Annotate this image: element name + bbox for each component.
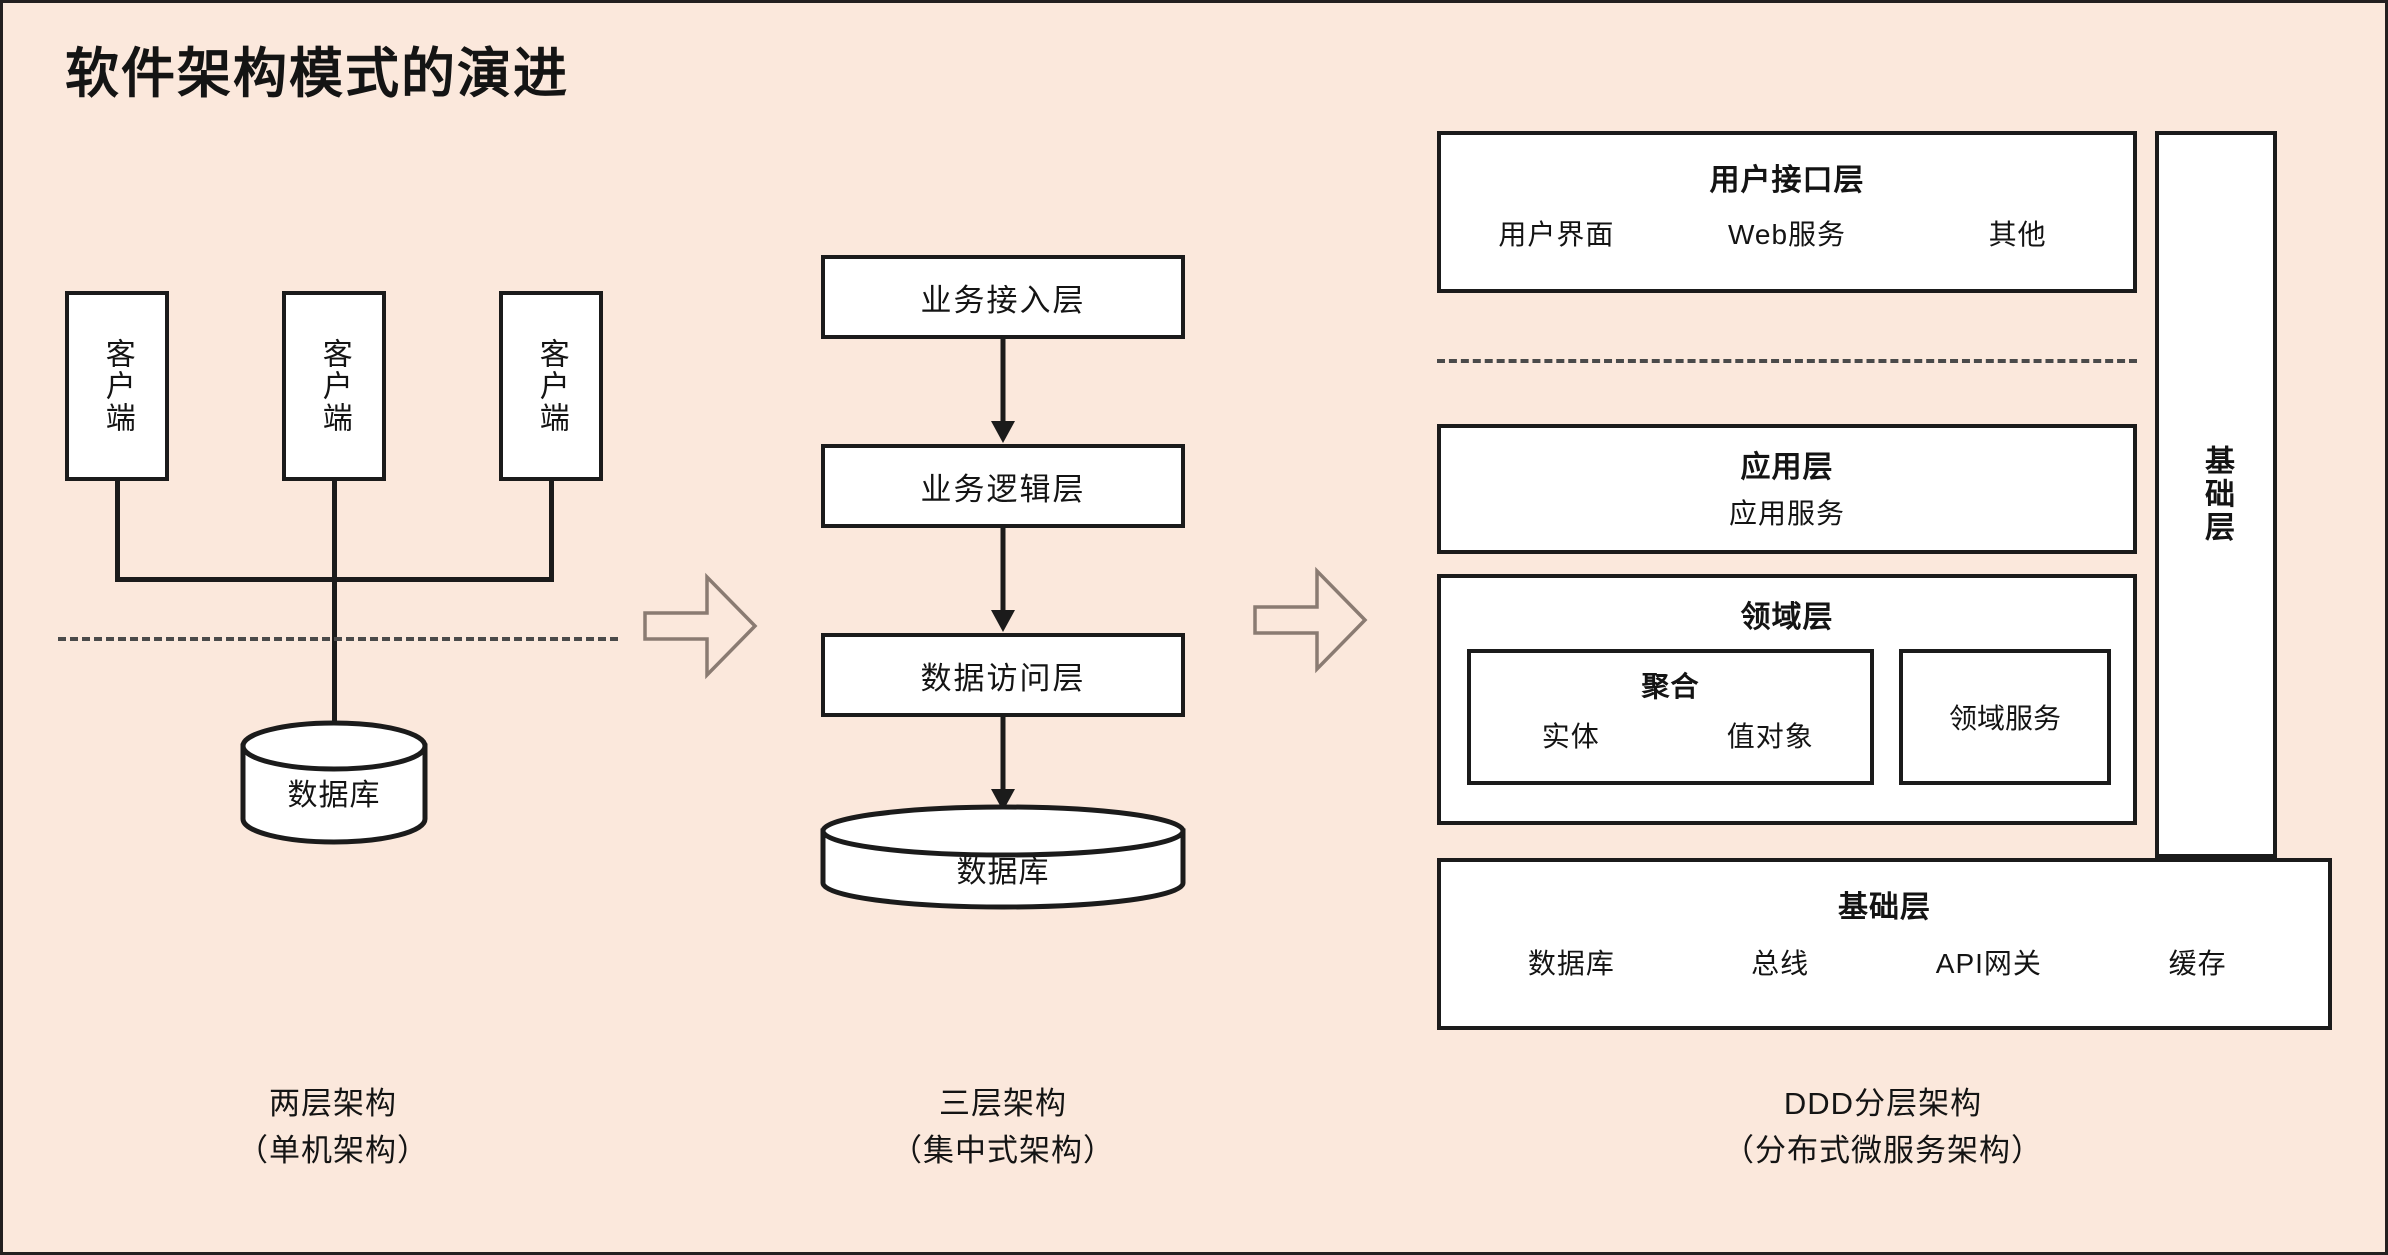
ddd-aggregate-item-2: 值对象 [1726, 721, 1814, 752]
arrow-two-to-three-icon [641, 571, 759, 681]
three-tier-caption-line1: 三层架构 [939, 1086, 1067, 1121]
ddd-application-layer-items: 应用服务 [1441, 492, 2133, 532]
ddd-domain-layer-title: 领域层 [1740, 601, 1834, 634]
two-tier-caption-line1: 两层架构 [269, 1086, 397, 1121]
ddd-infrastructure-sidebar[interactable]: 基础层 [2155, 131, 2277, 858]
ddd-ui-item-3: 其他 [1988, 219, 2047, 250]
tier-box-data-access[interactable]: 数据访问层 [821, 633, 1185, 717]
two-tier-caption: 两层架构 （单机架构） [173, 1081, 493, 1174]
ddd-caption-line1: DDD分层架构 [1783, 1086, 1983, 1121]
client-box-2-label: 客户端 [317, 338, 351, 434]
client-box-3[interactable]: 客户端 [499, 291, 603, 481]
ddd-infrastructure-layer[interactable]: 基础层 数据库 总线 API网关 缓存 [1437, 858, 2332, 1030]
three-tier-database-cylinder[interactable]: 数据库 [818, 803, 1188, 913]
ddd-caption: DDD分层架构 （分布式微服务架构） [1583, 1081, 2183, 1174]
ddd-infrastructure-layer-items: 数据库 总线 API网关 缓存 [1441, 942, 2328, 982]
ddd-domain-service-label: 领域服务 [1948, 703, 2061, 734]
ddd-ui-item-2: Web服务 [1727, 219, 1847, 250]
two-tier-dashed-separator [58, 637, 618, 641]
connector-client3-vertical [549, 481, 554, 581]
client-box-1[interactable]: 客户端 [65, 291, 169, 481]
arrow-three-to-ddd-icon [1251, 565, 1369, 675]
connector-client1-vertical [115, 481, 120, 581]
flow-arrow-1-icon [987, 339, 1019, 444]
ddd-user-interface-layer[interactable]: 用户接口层 用户界面 Web服务 其他 [1437, 131, 2137, 293]
tier-box-business-logic-label: 业务逻辑层 [920, 471, 1086, 507]
tier-box-business-access-label: 业务接入层 [920, 282, 1086, 318]
ddd-infra-item-4: 缓存 [2168, 948, 2227, 979]
flow-arrow-2-icon [987, 528, 1019, 633]
ddd-domain-layer[interactable]: 领域层 聚合 实体 值对象 领域服务 [1437, 574, 2137, 825]
ddd-infrastructure-layer-title: 基础层 [1838, 891, 1931, 924]
two-tier-database-cylinder[interactable]: 数据库 [238, 720, 430, 845]
ddd-aggregate-box[interactable]: 聚合 实体 值对象 [1467, 649, 1874, 785]
ddd-caption-line2: （分布式微服务架构） [1723, 1132, 2043, 1168]
client-box-1-label: 客户端 [100, 338, 134, 434]
flow-arrow-3-icon [987, 717, 1019, 812]
ddd-infrastructure-sidebar-label: 基础层 [2200, 445, 2233, 544]
page-title: 软件架构模式的演进 [65, 44, 569, 104]
tier-box-data-access-label: 数据访问层 [920, 660, 1086, 696]
three-tier-database-label: 数据库 [956, 856, 1050, 889]
three-tier-caption: 三层架构 （集中式架构） [843, 1081, 1163, 1174]
ddd-infra-item-2: 总线 [1751, 948, 1810, 979]
ddd-dashed-separator [1437, 359, 2137, 363]
three-tier-caption-line2: （集中式架构） [891, 1132, 1115, 1168]
two-tier-caption-line2: （单机架构） [237, 1132, 429, 1168]
ddd-infra-item-1: 数据库 [1527, 948, 1615, 979]
client-box-3-label: 客户端 [534, 338, 568, 434]
ddd-ui-item-1: 用户界面 [1498, 219, 1615, 250]
connector-client2-to-database [332, 481, 337, 731]
ddd-domain-service-box[interactable]: 领域服务 [1899, 649, 2111, 785]
ddd-user-interface-layer-items: 用户界面 Web服务 其他 [1441, 213, 2133, 253]
ddd-user-interface-layer-title: 用户接口层 [1709, 164, 1865, 197]
ddd-aggregate-items: 实体 值对象 [1471, 715, 1870, 755]
tier-box-business-logic[interactable]: 业务逻辑层 [821, 444, 1185, 528]
ddd-application-layer-title: 应用层 [1740, 451, 1834, 484]
ddd-application-item-1: 应用服务 [1728, 498, 1845, 529]
client-box-2[interactable]: 客户端 [282, 291, 386, 481]
ddd-application-layer[interactable]: 应用层 应用服务 [1437, 424, 2137, 554]
tier-box-business-access[interactable]: 业务接入层 [821, 255, 1185, 339]
two-tier-database-label: 数据库 [287, 779, 381, 812]
ddd-infra-item-3: API网关 [1935, 948, 2042, 979]
ddd-aggregate-title: 聚合 [1641, 671, 1700, 702]
ddd-aggregate-item-1: 实体 [1541, 721, 1600, 752]
